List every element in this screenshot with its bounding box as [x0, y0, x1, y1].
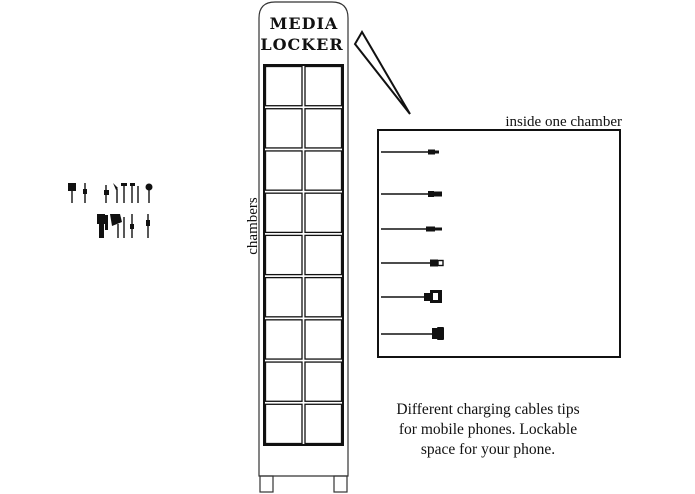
- chamber-cell: [264, 403, 303, 445]
- chamber-cell: [304, 234, 343, 276]
- locker-leg-right: [333, 475, 348, 493]
- chamber-cell: [264, 276, 303, 318]
- caption-line2: for mobile phones. Lockable: [398, 421, 578, 438]
- media-locker: MEDIA LOCKER chambers: [245, 1, 349, 493]
- chamber-cell: [304, 361, 343, 402]
- detail-label: inside one chamber: [505, 114, 622, 130]
- chamber-cell: [264, 319, 303, 360]
- locker-outline: [258, 1, 349, 477]
- chamber-cell: [264, 150, 303, 191]
- chamber-detail: inside one chamber: [377, 114, 622, 358]
- micro-usb-tip-icon: [381, 226, 442, 232]
- zoom-callout: [353, 30, 411, 115]
- chamber-cell: [304, 108, 343, 149]
- dock-connector-tip-icon: [381, 290, 442, 303]
- chamber-cell: [304, 276, 343, 318]
- locker-leg-left: [259, 475, 274, 493]
- usb-tip-icon: [381, 191, 442, 197]
- chamber-cell: [304, 192, 343, 234]
- locker-title-line2: LOCKER: [260, 35, 343, 54]
- lightning-tip-icon: [381, 149, 439, 155]
- chamber-cell: [304, 403, 343, 445]
- chamber-grid: [263, 64, 344, 446]
- caption: Different charging cables tips for mobil…: [378, 400, 598, 460]
- chamber-cell: [304, 319, 343, 360]
- chamber-cell: [264, 234, 303, 276]
- loose-cable-tips-icon: [68, 183, 153, 238]
- chamber-cell: [264, 65, 303, 107]
- barrel-tip-icon: [381, 327, 444, 340]
- chamber-detail-box: [377, 129, 621, 358]
- chamber-cell: [304, 65, 343, 107]
- locker-title-line1: MEDIA: [270, 14, 339, 33]
- chamber-cell: [264, 192, 303, 234]
- chamber-cell: [264, 361, 303, 402]
- chamber-cell: [264, 108, 303, 149]
- mini-usb-tip-icon: [381, 259, 444, 267]
- chamber-cell: [304, 150, 343, 191]
- chambers-label: chambers: [245, 197, 261, 255]
- chamber-grid-frame: [263, 64, 344, 446]
- caption-line1: Different charging cables tips: [396, 401, 580, 418]
- caption-line3: space for your phone.: [420, 441, 556, 458]
